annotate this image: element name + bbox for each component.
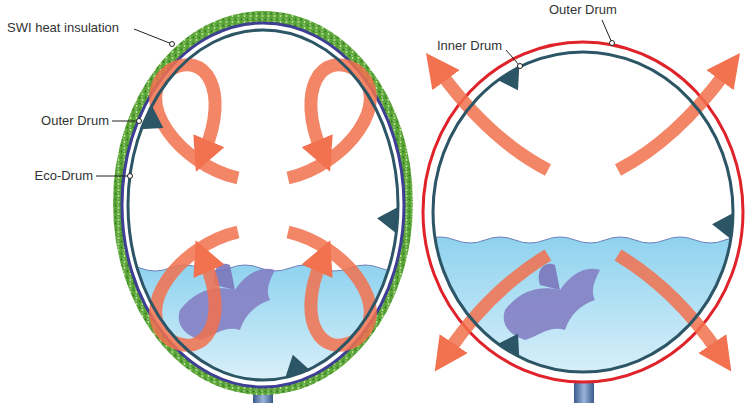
- heat-arrows-escaping: [440, 72, 726, 352]
- part-label: Inner Drum: [436, 38, 503, 54]
- wash-water: [425, 237, 747, 400]
- drum-paddle: [711, 211, 733, 239]
- part-label: SWI heat insulation: [6, 20, 120, 36]
- heat-arrows-retained: [156, 65, 371, 345]
- inner-drum: [433, 52, 733, 372]
- laundry: [179, 264, 275, 340]
- part-label: Eco-Drum: [33, 168, 94, 184]
- part-label: Outer Drum: [548, 2, 618, 18]
- part-label: Outer Drum: [40, 113, 110, 129]
- drum-paddle: [376, 205, 398, 233]
- leader-lines: [96, 20, 615, 179]
- eco-drum: [128, 30, 398, 380]
